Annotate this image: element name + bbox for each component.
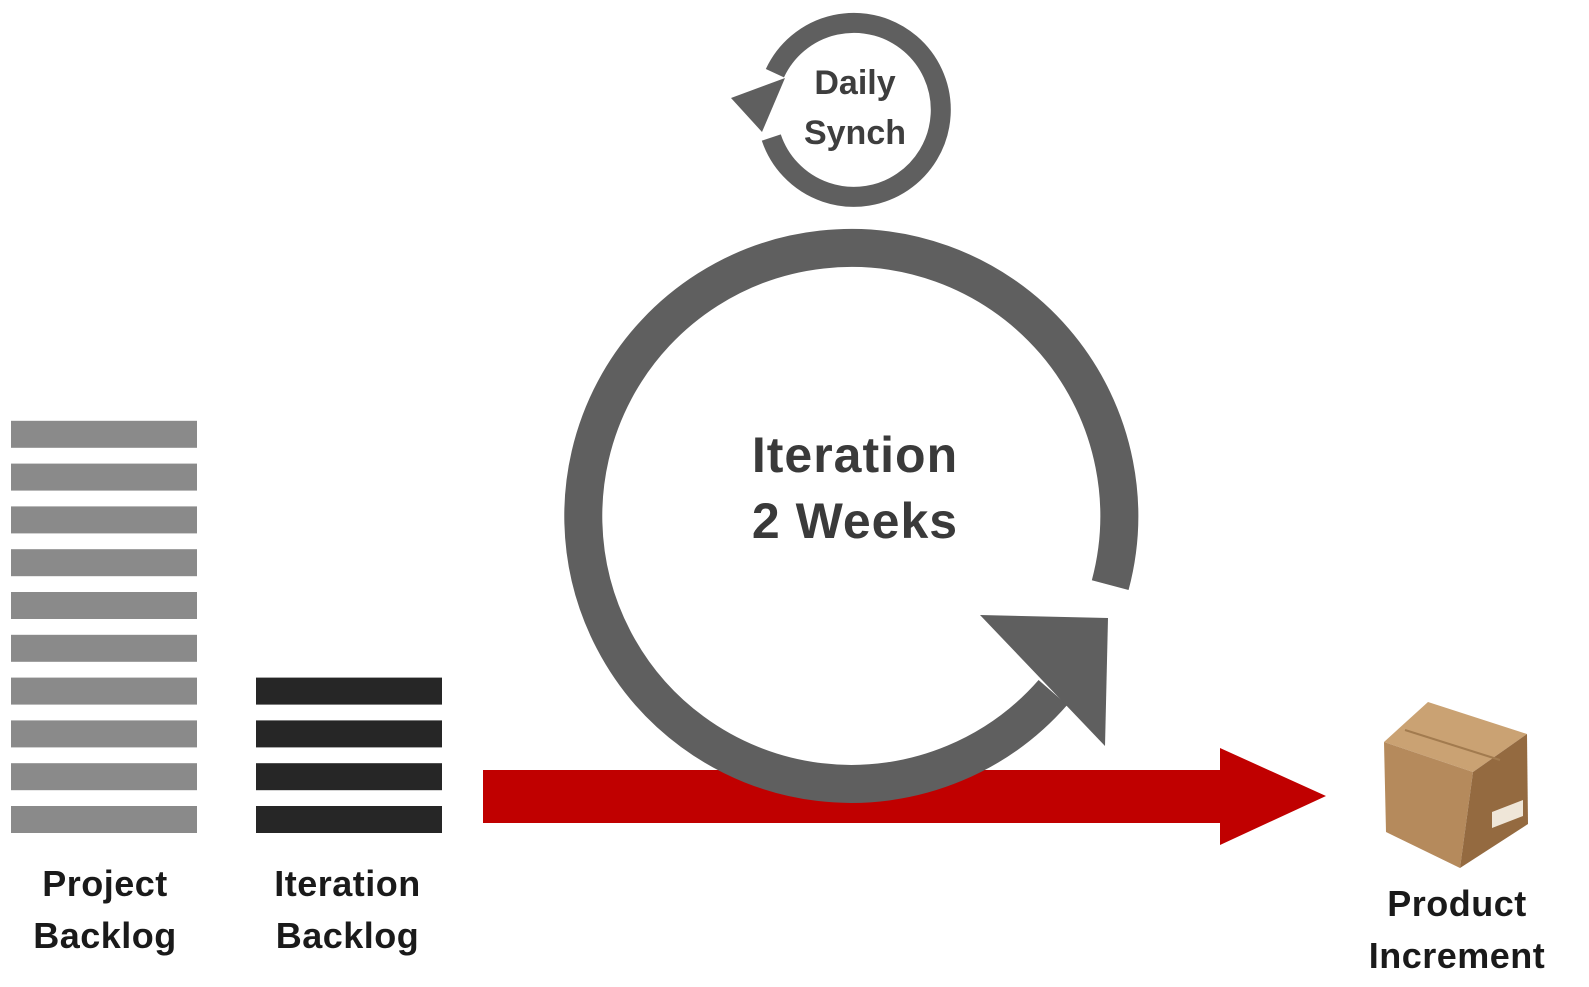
product-box-front: [1384, 742, 1473, 868]
daily-synch-line1: Daily: [814, 64, 896, 102]
iteration-line2: 2 Weeks: [751, 493, 959, 549]
iteration-backlog-item: [256, 806, 442, 833]
iteration-backlog-item: [256, 763, 442, 791]
project-backlog-item: [11, 677, 197, 705]
product-box-icon: [1384, 702, 1528, 868]
project-backlog-item: [11, 720, 197, 748]
product-increment-label-line2: Increment: [1368, 935, 1546, 976]
project-backlog-label-line2: Backlog: [33, 915, 177, 956]
iteration-backlog-stack: [256, 677, 442, 833]
iteration-backlog-label-line2: Backlog: [275, 915, 420, 956]
project-backlog-item: [11, 463, 197, 491]
project-backlog-label: Project Backlog: [5, 858, 205, 962]
project-backlog-item: [11, 592, 197, 619]
project-backlog-item: [11, 634, 197, 662]
project-backlog-item: [11, 806, 197, 833]
daily-synch-line2: Synch: [803, 114, 907, 152]
iteration-center-label: Iteration 2 Weeks: [705, 422, 1005, 554]
iteration-backlog-item: [256, 720, 442, 748]
product-increment-label-line1: Product: [1387, 883, 1527, 924]
product-box-side: [1460, 734, 1528, 868]
product-increment-label: Product Increment: [1355, 878, 1559, 982]
iteration-backlog-item: [256, 677, 442, 705]
product-box-label-tag: [1492, 800, 1523, 828]
product-box-tape-line: [1404, 729, 1501, 761]
iteration-backlog-label: Iteration Backlog: [245, 858, 450, 962]
project-backlog-item: [11, 506, 197, 534]
project-backlog-item: [11, 420, 197, 448]
project-backlog-label-line1: Project: [42, 863, 168, 904]
iteration-cycle-ring: [564, 228, 1139, 803]
project-backlog-item: [11, 763, 197, 791]
product-box-top: [1384, 702, 1527, 772]
iteration-backlog-label-line1: Iteration: [274, 863, 421, 904]
project-backlog-item: [11, 549, 197, 577]
project-backlog-stack: [11, 420, 197, 833]
daily-synch-arrowhead: [731, 78, 785, 132]
iteration-line1: Iteration: [751, 427, 959, 483]
iteration-cycle-arrowhead: [980, 615, 1108, 746]
daily-synch-label: Daily Synch: [775, 58, 935, 158]
daily-synch-ring: [761, 12, 951, 207]
